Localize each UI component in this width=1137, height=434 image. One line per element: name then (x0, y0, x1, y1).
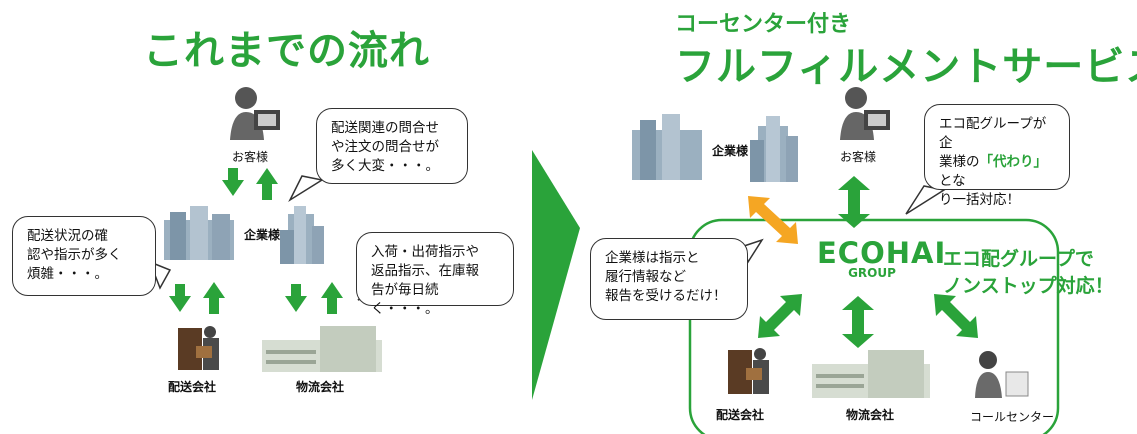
right-subtitle: コーセンター付き (675, 12, 852, 37)
bubble-highlight: 「代わり」 (979, 154, 1048, 170)
right-logistics-label: 物流会社 (846, 408, 895, 422)
arrow-up-shipping-company (203, 282, 225, 314)
bubble-company-left: 配送状況の確 認や指示が多く 煩雑・・・。 (12, 216, 156, 296)
ecohai-logo: ECOHAI GROUP (817, 236, 947, 280)
arrow-ecohai-logistics (842, 296, 874, 348)
arrow-ecohai-callcenter (934, 294, 978, 338)
bubble-line: 業様の「代わり」とな (939, 153, 1055, 191)
arrow-down-customer-company (222, 168, 244, 196)
right-company-label: 企業様 (712, 144, 749, 158)
bubble-group-right: エコ配グループが企 業様の「代わり」とな り一括対応！ (924, 104, 1070, 208)
callout-line: ノンストップ対応！ (943, 275, 1114, 297)
company-buildings-left (164, 206, 324, 264)
warehouse-icon-left (262, 326, 382, 372)
bubble-logistics-left: 入荷・出荷指示や 返品指示、在庫報 告が毎日続く・・・。 (356, 232, 514, 317)
delivery-worker-icon-right (728, 348, 769, 394)
left-title: これまでの流れ (143, 28, 430, 74)
bubble-line: 配送状況の確 (27, 228, 108, 244)
chevron-arrow (532, 150, 580, 400)
bubble-line: 報告を受けるだけ！ (605, 288, 727, 304)
bubble-customer-left: 配送関連の問合せ や注文の問合せが 多く大変・・・。 (316, 108, 468, 184)
left-logistics-label: 物流会社 (296, 380, 345, 394)
arrow-down-company-logistics (285, 284, 307, 312)
bubble-tail-customer (288, 175, 324, 203)
customer-person-icon-right (840, 87, 890, 140)
ecohai-logo-sub: GROUP (848, 266, 896, 280)
bubble-line: エコ配グループが企 (939, 116, 1047, 151)
left-company-label: 企業様 (244, 228, 281, 242)
left-customer-label: お客様 (232, 150, 269, 164)
arrow-company-ecohai (748, 196, 798, 244)
bubble-line: 入荷・出荷指示や (371, 244, 479, 260)
nonstop-callout: エコ配グループで ノンストップ対応！ (943, 246, 1114, 300)
arrow-up-logistics-company (321, 282, 343, 314)
arrow-up-company-customer (256, 168, 278, 200)
bubble-line: 履行情報など (605, 269, 686, 285)
company-buildings-right (632, 114, 798, 182)
bubble-text: とな (939, 173, 966, 189)
warehouse-icon-right (812, 350, 930, 398)
bubble-line: 認や指示が多く (27, 247, 122, 263)
bubble-line: や注文の問合せが (331, 139, 439, 155)
ecohai-frame (688, 218, 1060, 434)
callout-line: エコ配グループで (943, 248, 1094, 270)
bubble-company-right: 企業様は指示と 履行情報など 報告を受けるだけ！ (590, 238, 748, 320)
bubble-line: 煩雑・・・。 (27, 266, 108, 282)
arrow-ecohai-shipping (758, 294, 802, 338)
right-callcenter-label: コールセンター (970, 410, 1055, 424)
bubble-line: り一括対応！ (939, 192, 1020, 208)
bubble-line: 企業様は指示と (605, 250, 700, 266)
left-shipping-label: 配送会社 (168, 380, 217, 394)
arrow-down-company-shipping (169, 284, 191, 312)
right-shipping-label: 配送会社 (716, 408, 765, 422)
bubble-line: 多く大変・・・。 (331, 158, 439, 174)
delivery-worker-icon-left (178, 326, 219, 370)
bubble-text: 業様の (939, 154, 980, 170)
ecohai-logo-main: ECOHAI (817, 236, 947, 270)
callcenter-operator-icon (975, 351, 1029, 398)
arrow-customer-ecohai (838, 176, 870, 228)
bubble-line: 配送関連の問合せ (331, 120, 439, 136)
bubble-line: 返品指示、在庫報 (371, 263, 479, 279)
right-customer-label: お客様 (840, 150, 877, 164)
right-title: フルフィルメントサービス (675, 44, 1137, 90)
customer-person-icon (230, 87, 280, 140)
bubble-line: 告が毎日続く・・・。 (371, 282, 439, 317)
